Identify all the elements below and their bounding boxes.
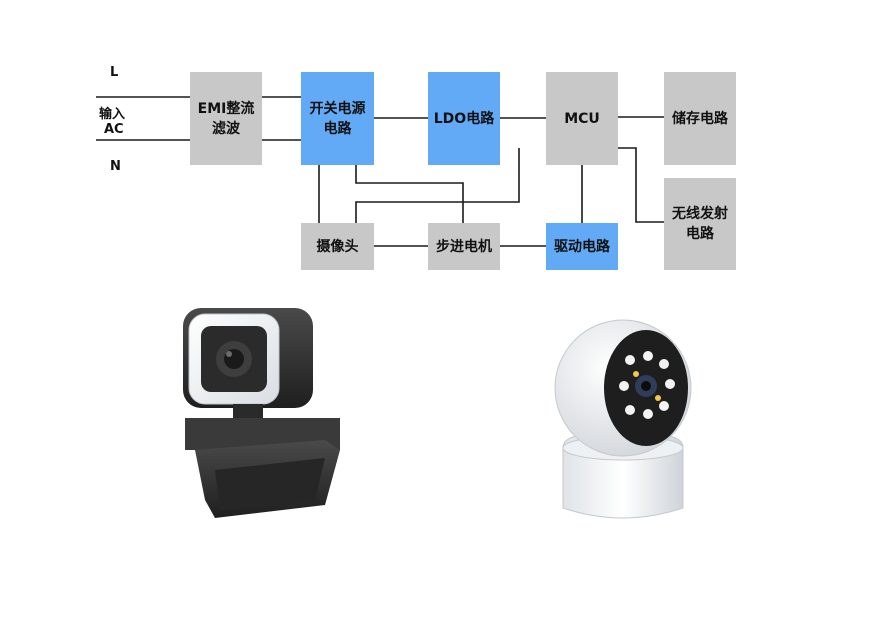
label-N: N [110, 159, 121, 174]
wire-mcu-camera [355, 148, 520, 223]
stepper-motor-block: 步进电机 [428, 223, 500, 270]
emi-filter-block: EMI整流 滤波 [190, 72, 262, 165]
label-input: 输入 [99, 107, 126, 122]
label-L: L [110, 65, 119, 80]
wire-mcu-wireless [618, 147, 664, 223]
wire-switch-motor [355, 165, 464, 223]
dome-camera-icon [554, 319, 692, 519]
storage-block: 储存电路 [664, 72, 736, 165]
driver-block: 驱动电路 [546, 223, 618, 270]
switching-power-block: 开关电源 电路 [301, 72, 374, 165]
webcam-icon [183, 308, 340, 518]
camera-block: 摄像头 [301, 223, 374, 270]
mcu-block: MCU [546, 72, 618, 165]
label-ac: AC [104, 122, 124, 137]
ldo-block: LDO电路 [428, 72, 500, 165]
wireless-tx-block: 无线发射 电路 [664, 178, 736, 270]
